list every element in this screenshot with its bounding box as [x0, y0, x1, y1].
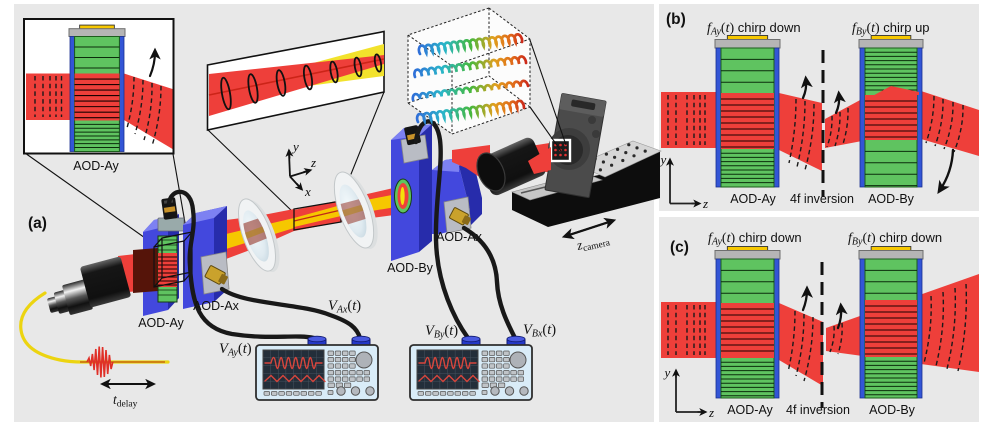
svg-text:tdelay: tdelay: [113, 392, 138, 410]
svg-text:y: y: [291, 139, 299, 154]
svg-text:VAy(t): VAy(t): [219, 341, 252, 359]
svg-text:AOD-Ay: AOD-Ay: [727, 403, 773, 417]
svg-text:z: z: [708, 405, 714, 420]
svg-text:AOD-Ay: AOD-Ay: [730, 192, 776, 206]
svg-text:AOD-By: AOD-By: [869, 403, 916, 417]
svg-text:(b): (b): [666, 11, 686, 28]
svg-text:AOD-Ax: AOD-Ax: [436, 230, 483, 244]
svg-text:y: y: [659, 152, 667, 167]
svg-text:fAy(t) chirp down: fAy(t) chirp down: [708, 230, 802, 248]
svg-text:4f inversion: 4f inversion: [790, 192, 854, 206]
svg-text:VAx(t): VAx(t): [328, 298, 361, 316]
svg-text:fBy(t) chirp down: fBy(t) chirp down: [848, 230, 942, 248]
svg-text:z: z: [310, 155, 316, 170]
svg-text:(c): (c): [670, 239, 689, 256]
svg-text:VBx(t): VBx(t): [523, 322, 556, 340]
svg-text:4f inversion: 4f inversion: [786, 403, 850, 417]
svg-text:AOD-By: AOD-By: [868, 192, 915, 206]
svg-text:fBy(t) chirp up: fBy(t) chirp up: [852, 20, 930, 38]
svg-text:x: x: [304, 184, 311, 199]
svg-text:fAy(t) chirp down: fAy(t) chirp down: [707, 20, 801, 38]
svg-text:AOD-Ay: AOD-Ay: [73, 159, 119, 173]
svg-text:VBy(t): VBy(t): [425, 323, 458, 341]
svg-text:AOD-Ay: AOD-Ay: [138, 316, 184, 330]
svg-text:AOD-Ax: AOD-Ax: [193, 299, 240, 313]
svg-text:AOD-By: AOD-By: [387, 261, 434, 275]
svg-text:(a): (a): [28, 215, 47, 232]
svg-text:y: y: [663, 365, 671, 380]
svg-text:z: z: [702, 196, 708, 211]
